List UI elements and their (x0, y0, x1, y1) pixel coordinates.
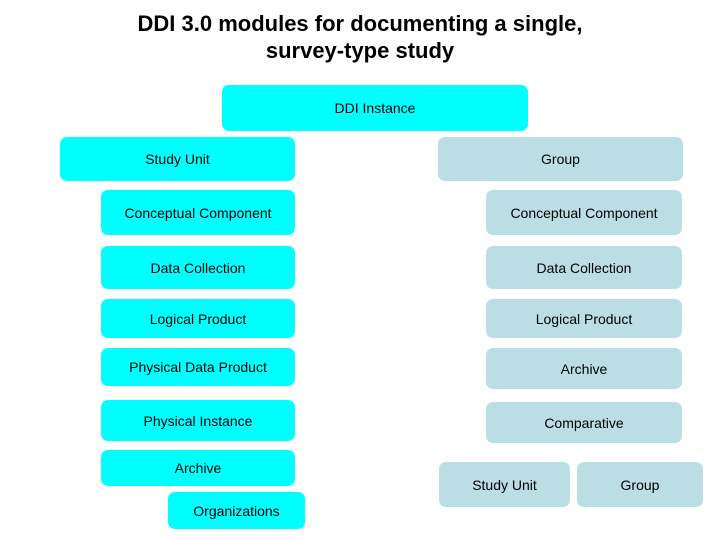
page-title-line-1: DDI 3.0 modules for documenting a single… (137, 11, 583, 36)
node-label: Data Collection (536, 259, 632, 276)
node-right-archive[interactable]: Archive (486, 348, 682, 389)
node-right-footer-study-unit[interactable]: Study Unit (439, 462, 570, 507)
node-label: Study Unit (145, 151, 210, 167)
node-right-conceptual-component[interactable]: Conceptual Component (486, 190, 682, 235)
node-left-physical-instance[interactable]: Physical Instance (101, 400, 295, 441)
node-left-data-collection[interactable]: Data Collection (101, 246, 295, 289)
node-label: DDI Instance (334, 100, 416, 116)
node-left-archive[interactable]: Archive (101, 450, 295, 486)
node-label: Group (541, 151, 580, 167)
node-right-group[interactable]: Group (438, 137, 683, 181)
node-right-logical-product[interactable]: Logical Product (486, 299, 682, 338)
node-label: Data Collection (150, 259, 246, 276)
node-label: Physical Data Product (129, 359, 267, 375)
node-right-footer-group[interactable]: Group (577, 462, 703, 507)
node-label: Conceptual Component (510, 204, 658, 221)
node-label: Archive (560, 360, 608, 377)
node-label: Conceptual Component (124, 204, 272, 221)
node-right-comparative[interactable]: Comparative (486, 402, 682, 443)
node-label: Study Unit (472, 476, 537, 493)
node-right-data-collection[interactable]: Data Collection (486, 246, 682, 289)
node-left-conceptual-component[interactable]: Conceptual Component (101, 190, 295, 235)
node-label: Archive (174, 460, 222, 476)
node-label: Comparative (544, 414, 624, 431)
node-left-organizations[interactable]: Organizations (168, 492, 305, 529)
node-label: Logical Product (535, 310, 633, 327)
page-title-line-2: survey-type study (265, 38, 455, 63)
node-label: Organizations (193, 502, 280, 519)
node-label: Group (620, 476, 660, 493)
node-ddi-instance[interactable]: DDI Instance (222, 85, 528, 131)
node-label: Physical Instance (143, 412, 253, 429)
node-label: Logical Product (149, 310, 247, 327)
node-left-study-unit[interactable]: Study Unit (60, 137, 295, 181)
node-left-logical-product[interactable]: Logical Product (101, 299, 295, 338)
node-left-physical-data-product[interactable]: Physical Data Product (101, 348, 295, 386)
page-title: DDI 3.0 modules for documenting a single… (0, 10, 720, 64)
